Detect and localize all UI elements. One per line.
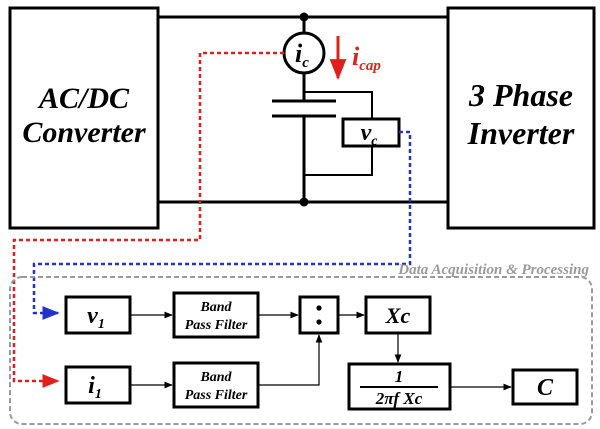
processing-flow-arrows <box>130 311 512 391</box>
voltage-sensor-branch <box>304 91 373 176</box>
voltage-signal-line <box>32 130 412 320</box>
formula-denominator: 2πf Xc <box>375 389 423 408</box>
formula-numerator: 1 <box>395 367 404 386</box>
acdc-converter-block: AC/DC Converter <box>8 6 160 230</box>
voltage-sensor: vc <box>341 117 401 149</box>
inverter-label-line1: 3 Phase <box>468 77 573 113</box>
voltage-sensor-label: vc <box>361 120 379 149</box>
acdc-label-line1: AC/DC <box>37 82 130 115</box>
bandpass-filter-1: Band Pass Filter <box>172 291 260 339</box>
processing-title: Data Acquisition & Processing <box>397 262 589 278</box>
capacitor-current-label: icap <box>352 42 381 74</box>
acdc-label-line2: Converter <box>22 116 146 149</box>
capacitor-symbol <box>272 99 336 118</box>
current-signal-line <box>12 51 284 388</box>
processing-frame <box>9 276 593 425</box>
bpf2-line2: Pass Filter <box>185 388 248 403</box>
current-sensor-label: ic <box>295 39 309 71</box>
i1-input-block: i1 <box>64 365 132 405</box>
capacitance-formula-block: 1 2πf Xc <box>347 362 452 411</box>
capacitance-output-block: C <box>511 368 579 406</box>
node-top <box>299 12 309 22</box>
output-label: C <box>537 375 554 401</box>
v1-input-block: v1 <box>64 295 132 335</box>
bpf2-line1: Band <box>199 370 232 385</box>
v1-label: v1 <box>87 303 105 332</box>
inverter-label-line2: Inverter <box>467 115 575 151</box>
divider-block: : <box>298 295 340 335</box>
arrow-bpf2-to-divider <box>258 334 323 386</box>
bandpass-filter-2: Band Pass Filter <box>172 361 260 409</box>
inverter-block: 3 Phase Inverter <box>446 6 596 230</box>
current-sensor: ic <box>282 31 326 75</box>
divider-dot-top <box>316 305 322 311</box>
bpf1-line2: Pass Filter <box>185 318 248 333</box>
i1-label: i1 <box>88 373 102 402</box>
divider-dot-bottom <box>316 319 322 325</box>
xc-label: Xc <box>385 303 411 328</box>
xc-block: Xc <box>364 295 432 335</box>
node-bottom <box>299 197 309 207</box>
bpf1-line1: Band <box>199 300 232 315</box>
